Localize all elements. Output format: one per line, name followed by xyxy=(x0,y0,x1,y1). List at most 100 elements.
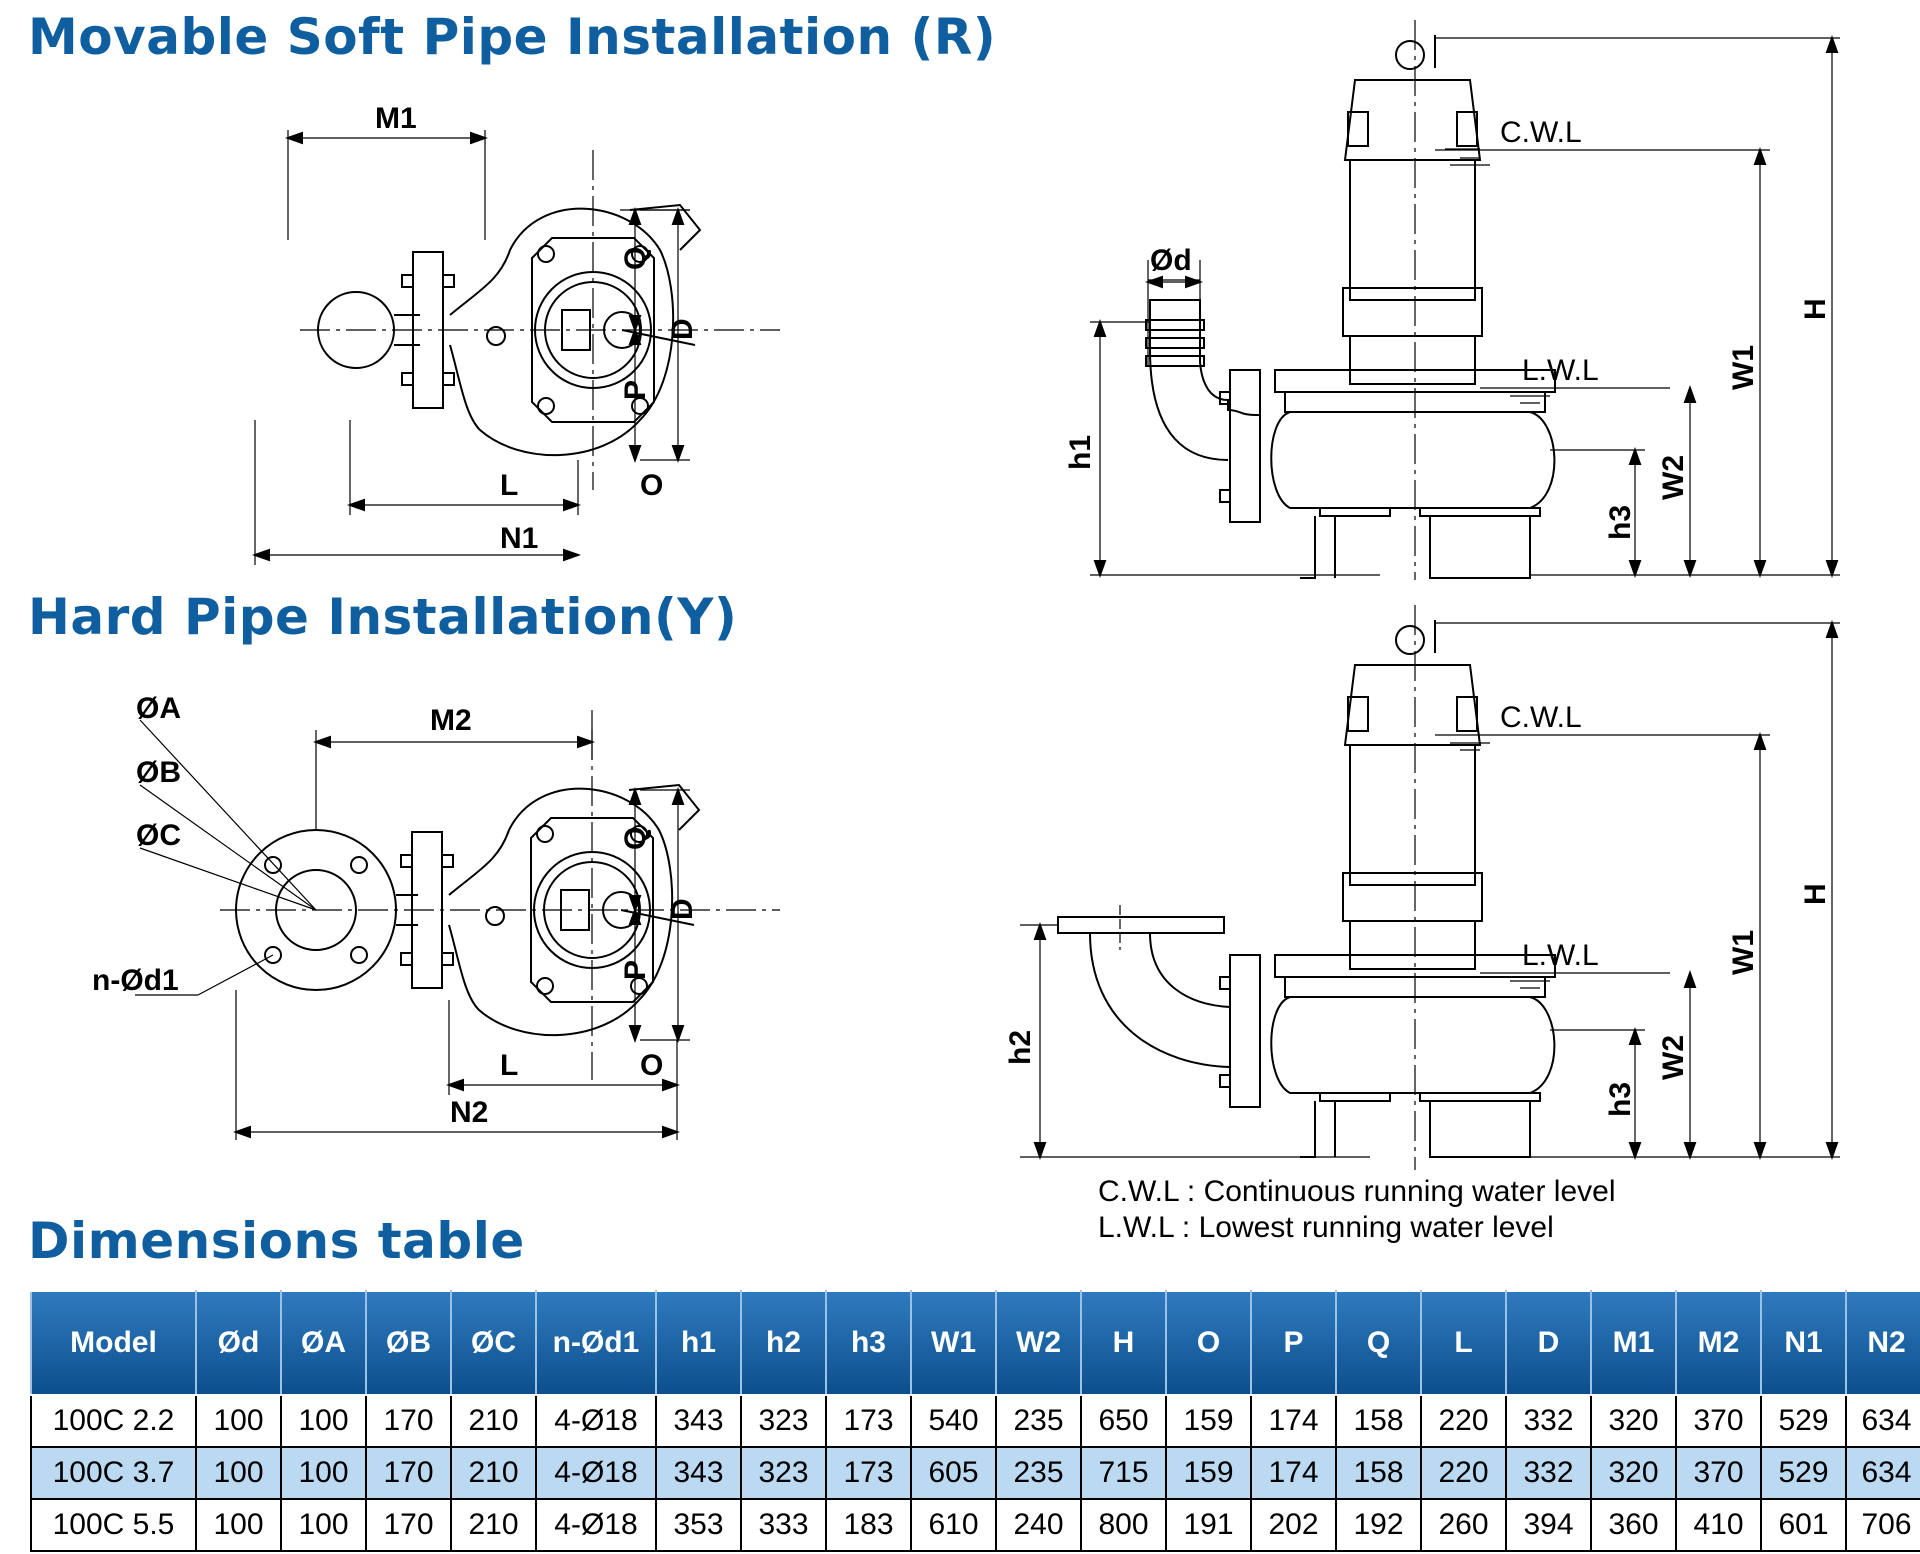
col-header: N1 xyxy=(1760,1290,1847,1396)
col-header: P xyxy=(1250,1290,1337,1396)
col-header: N2 xyxy=(1845,1290,1920,1396)
label-n-d1: n-Ød1 xyxy=(92,964,179,997)
table-cell: 353 xyxy=(655,1498,742,1552)
label-m1: M1 xyxy=(375,102,417,135)
table-cell: 605 xyxy=(910,1446,997,1500)
table-cell: 610 xyxy=(910,1498,997,1552)
table-cell: 370 xyxy=(1675,1446,1762,1500)
table-cell: 320 xyxy=(1590,1394,1677,1448)
label-phi-b: ØB xyxy=(136,756,181,789)
label-p: P xyxy=(619,380,652,400)
label-phi-d: Ød xyxy=(1150,244,1192,277)
col-header: M2 xyxy=(1675,1290,1762,1396)
label-p: P xyxy=(619,960,652,980)
table-cell: 159 xyxy=(1165,1446,1252,1500)
table-cell: 170 xyxy=(365,1446,452,1500)
table-cell: 529 xyxy=(1760,1394,1847,1448)
hard-pipe-top-view: M2 ØA ØB ØC n-Ød1 Q D P L O N2 xyxy=(92,692,780,1140)
table-cell: 220 xyxy=(1420,1446,1507,1500)
table-row: 100C 5.5 100 100 170 210 4-Ø18 353 333 1… xyxy=(30,1498,1920,1552)
table-cell: 159 xyxy=(1165,1394,1252,1448)
col-header: h1 xyxy=(655,1290,742,1396)
label-n2: N2 xyxy=(450,1096,488,1129)
table-cell: 202 xyxy=(1250,1498,1337,1552)
table-cell: 235 xyxy=(995,1394,1082,1448)
label-phi-a: ØA xyxy=(136,692,181,725)
table-cell: 410 xyxy=(1675,1498,1762,1552)
table-cell: 540 xyxy=(910,1394,997,1448)
label-cwl: C.W.L xyxy=(1500,701,1582,734)
table-header-row: Model Ød ØA ØB ØC n-Ød1 h1 h2 h3 W1 W2 H… xyxy=(30,1290,1920,1396)
table-cell: 100 xyxy=(195,1498,282,1552)
table-cell: 100 xyxy=(280,1498,367,1552)
col-header: W2 xyxy=(995,1290,1082,1396)
table-cell: 220 xyxy=(1420,1394,1507,1448)
col-header: O xyxy=(1165,1290,1252,1396)
table-cell: 394 xyxy=(1505,1498,1592,1552)
label-d: D xyxy=(666,318,699,340)
table-cell: 4-Ø18 xyxy=(535,1446,657,1500)
legend-cwl: C.W.L : Continuous running water level xyxy=(1098,1175,1616,1208)
table-cell: 235 xyxy=(995,1446,1082,1500)
col-header: n-Ød1 xyxy=(535,1290,657,1396)
label-l: L xyxy=(500,1049,518,1082)
dimensions-table: Model Ød ØA ØB ØC n-Ød1 h1 h2 h3 W1 W2 H… xyxy=(30,1290,1920,1552)
label-cwl: C.W.L xyxy=(1500,116,1582,149)
table-cell: 529 xyxy=(1760,1446,1847,1500)
col-header: ØC xyxy=(450,1290,537,1396)
table-cell: 100 xyxy=(195,1394,282,1448)
table-cell: 173 xyxy=(825,1446,912,1500)
label-h3: h3 xyxy=(1604,505,1637,540)
table-cell: 174 xyxy=(1250,1394,1337,1448)
col-header: h3 xyxy=(825,1290,912,1396)
table-cell: 100 xyxy=(280,1394,367,1448)
soft-pipe-top-view: M1 Q D P L O N1 xyxy=(252,102,780,565)
table-cell: 323 xyxy=(740,1394,827,1448)
col-header: h2 xyxy=(740,1290,827,1396)
label-o: O xyxy=(640,469,663,502)
table-cell: 323 xyxy=(740,1446,827,1500)
hard-pipe-side-view: C.W.L L.W.L h2 h3 W2 W1 H xyxy=(1004,605,1840,1170)
table-cell: 210 xyxy=(450,1394,537,1448)
label-q: Q xyxy=(619,247,652,270)
label-m2: M2 xyxy=(430,704,472,737)
label-o: O xyxy=(640,1049,663,1082)
table-cell: 343 xyxy=(655,1394,742,1448)
col-header: L xyxy=(1420,1290,1507,1396)
label-q: Q xyxy=(619,827,652,850)
col-header: D xyxy=(1505,1290,1592,1396)
table-cell: 650 xyxy=(1080,1394,1167,1448)
col-header: ØA xyxy=(280,1290,367,1396)
label-w1: W1 xyxy=(1727,345,1760,390)
label-d: D xyxy=(666,898,699,920)
table-cell: 332 xyxy=(1505,1394,1592,1448)
table-cell: 158 xyxy=(1335,1394,1422,1448)
label-lwl: L.W.L xyxy=(1522,939,1599,972)
label-n1: N1 xyxy=(500,522,538,555)
table-cell: 210 xyxy=(450,1446,537,1500)
col-header: W1 xyxy=(910,1290,997,1396)
table-cell: 183 xyxy=(825,1498,912,1552)
label-h: H xyxy=(1799,883,1832,905)
table-cell: 706 xyxy=(1845,1498,1920,1552)
col-header: Model xyxy=(30,1290,197,1396)
label-phi-c: ØC xyxy=(136,819,181,852)
table-cell: 210 xyxy=(450,1498,537,1552)
table-cell: 634 xyxy=(1845,1446,1920,1500)
label-w1: W1 xyxy=(1727,930,1760,975)
table-cell: 260 xyxy=(1420,1498,1507,1552)
table-cell: 4-Ø18 xyxy=(535,1498,657,1552)
section-title-soft-pipe: Movable Soft Pipe Installation (R) xyxy=(28,8,997,66)
table-cell: 332 xyxy=(1505,1446,1592,1500)
table-cell: 100C 3.7 xyxy=(30,1446,197,1500)
table-cell: 601 xyxy=(1760,1498,1847,1552)
table-cell: 360 xyxy=(1590,1498,1677,1552)
col-header: M1 xyxy=(1590,1290,1677,1396)
table-cell: 100C 2.2 xyxy=(30,1394,197,1448)
table-row: 100C 2.2 100 100 170 210 4-Ø18 343 323 1… xyxy=(30,1394,1920,1448)
table-cell: 158 xyxy=(1335,1446,1422,1500)
col-header: ØB xyxy=(365,1290,452,1396)
table-cell: 240 xyxy=(995,1498,1082,1552)
table-cell: 333 xyxy=(740,1498,827,1552)
section-title-hard-pipe: Hard Pipe Installation(Y) xyxy=(28,588,738,646)
